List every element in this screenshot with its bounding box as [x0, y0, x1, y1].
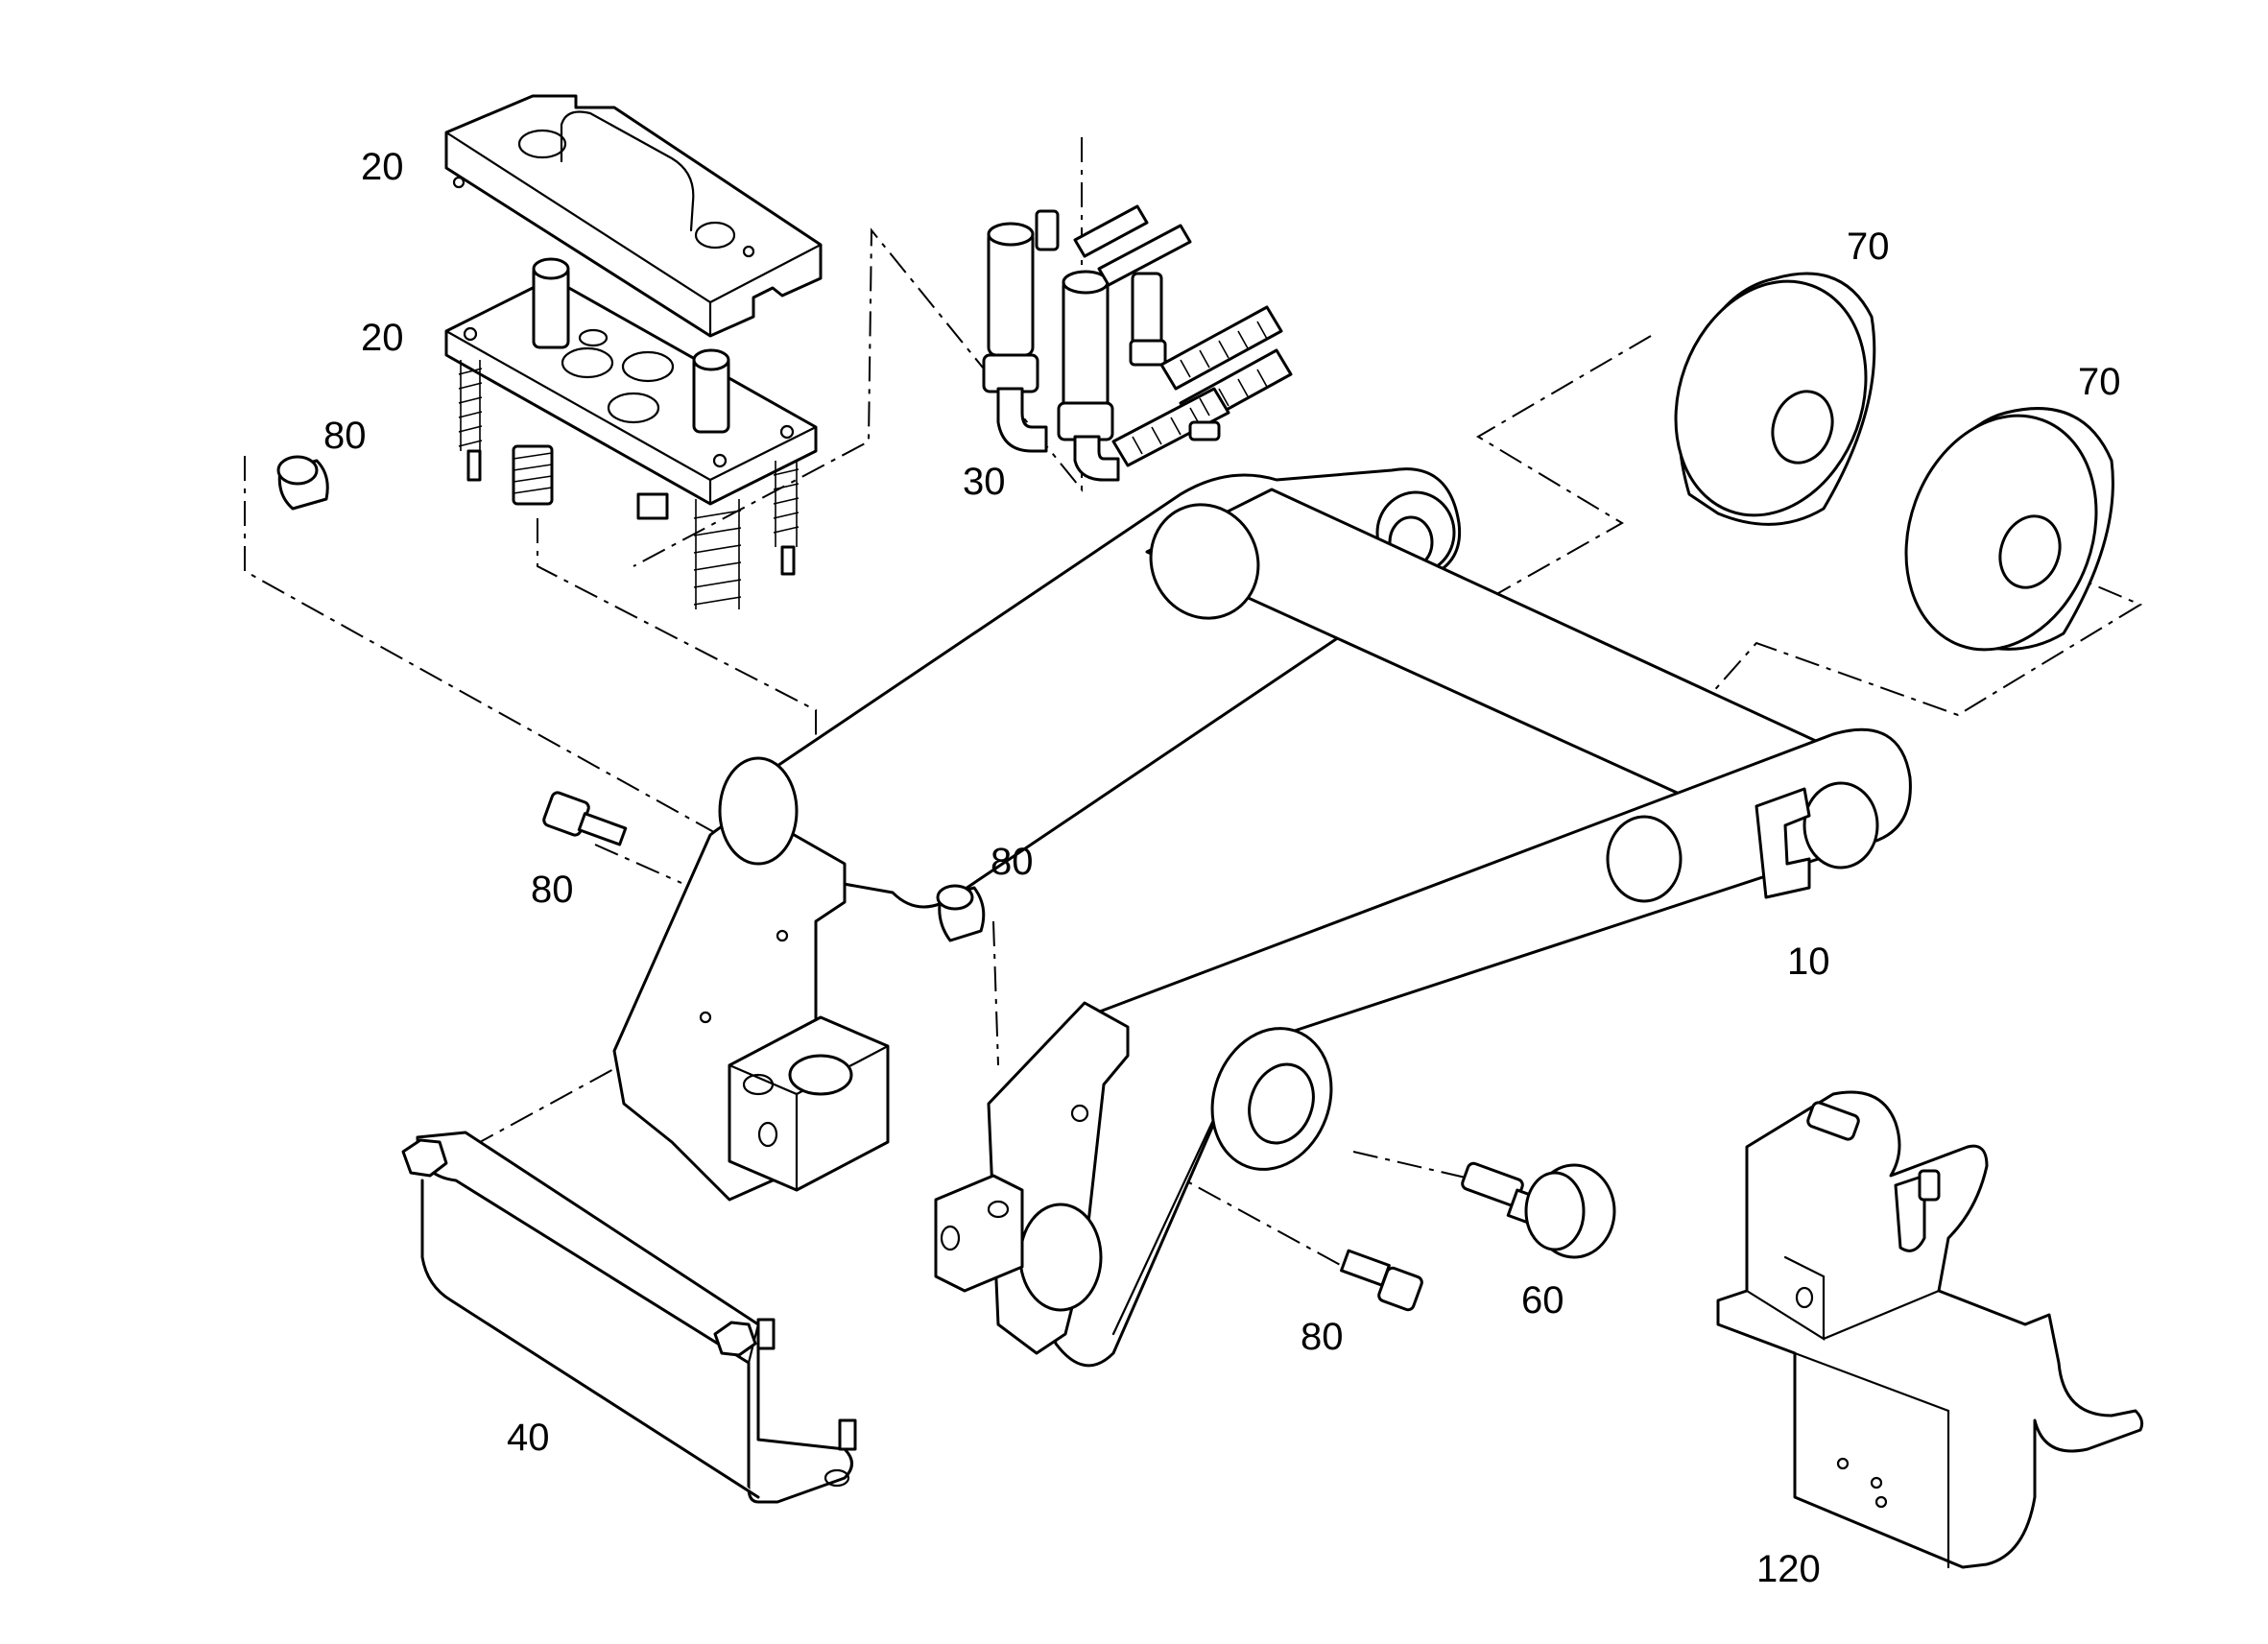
- callout-80-nut-center: 80: [991, 841, 1034, 883]
- part-80-nut-center: [936, 884, 986, 942]
- part-30-hose-fittings: [982, 204, 1293, 482]
- callout-20-cover: 20: [361, 146, 404, 188]
- part-120-bracket: [1716, 1090, 2144, 1569]
- part-10-main-frame: [612, 467, 1912, 1368]
- part-20-cover-plate: [444, 94, 823, 338]
- callout-70-lower: 70: [2078, 361, 2121, 403]
- part-20-coupling-block: [444, 257, 818, 609]
- callout-10: 10: [1787, 941, 1830, 983]
- part-70-roller-upper: [1674, 272, 1876, 526]
- callout-20-block: 20: [361, 317, 404, 359]
- callout-80-screw-left: 80: [531, 869, 574, 911]
- callout-30: 30: [963, 461, 1006, 503]
- callout-70-upper: 70: [1847, 226, 1890, 268]
- callout-80-nut-left: 80: [323, 415, 367, 457]
- part-80-screw-left: [542, 791, 628, 846]
- callout-60: 60: [1521, 1279, 1564, 1322]
- part-callouts: 20 20 30 70 70 80 80 80 80 10 60 40 120: [323, 146, 2121, 1590]
- part-70-roller-lower: [1904, 407, 2114, 652]
- callout-80-screw-lower: 80: [1301, 1316, 1344, 1358]
- part-80-nut-upper-left: [276, 455, 329, 511]
- callout-120: 120: [1756, 1548, 1821, 1590]
- part-60-bumper: [1461, 1161, 1616, 1259]
- callout-40: 40: [507, 1417, 550, 1459]
- part-40-guard-plate: [401, 1131, 857, 1504]
- part-80-screw-lower: [1340, 1249, 1423, 1312]
